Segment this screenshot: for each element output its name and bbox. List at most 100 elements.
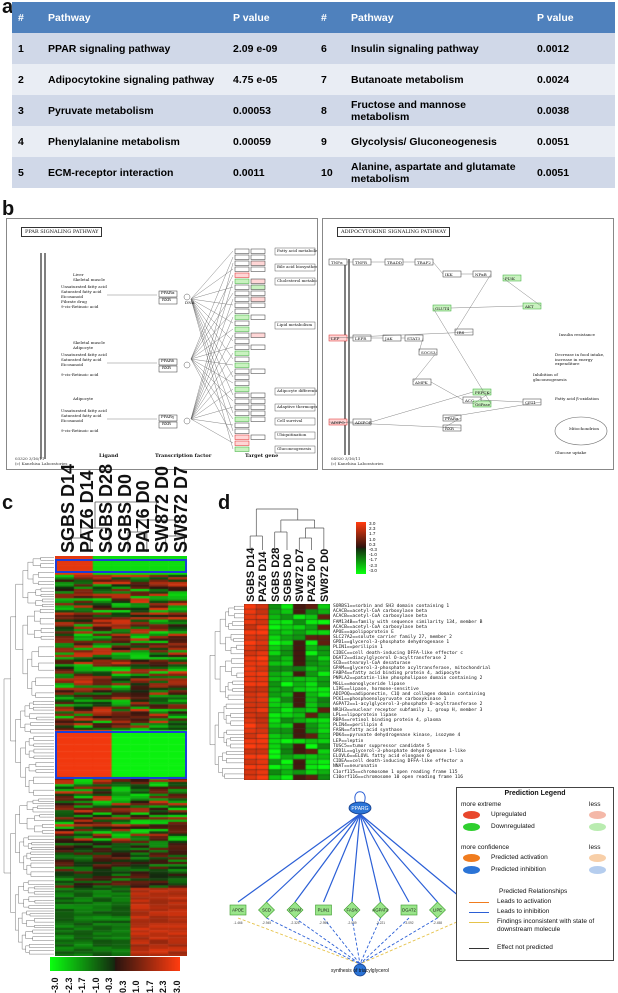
ppar-hub-label: PPARα xyxy=(161,290,175,295)
cell-pathway: Alanine, aspartate and glutamate metabol… xyxy=(345,157,531,188)
target-gene-box xyxy=(234,368,250,374)
hub-self-loop xyxy=(354,791,366,804)
target-node xyxy=(315,904,332,916)
cell-pvalue: 0.0024 xyxy=(531,64,615,95)
ppar-dna-label: DNA xyxy=(185,300,195,305)
inhibition-edge xyxy=(359,813,410,903)
legend-less-2: less xyxy=(589,844,601,851)
col-header-pvalue-2: P value xyxy=(531,2,615,33)
gene-label: ACACB==acetyl-CoA carboxylase beta xyxy=(333,614,428,620)
ppar-output: Adaptive thermogenesis xyxy=(277,404,318,409)
ppar-tissue: Skeletal muscle Adipocyte xyxy=(73,340,106,350)
cell-pathway: PPAR signaling pathway xyxy=(42,33,227,64)
gene-label: SLC27A2==solute carrier family 27, membe… xyxy=(333,635,452,641)
legend-predicted-activation: Predicted activation xyxy=(491,854,548,861)
inhibition-edge xyxy=(359,813,382,903)
kegg-ppar-title: PPAR SIGNALING PATHWAY xyxy=(21,227,103,237)
scale-d-label: -1.7 xyxy=(369,557,377,563)
inhibition-edge xyxy=(351,813,361,903)
target-gene-box xyxy=(250,278,266,284)
cell-pathway: Insulin signaling pathway xyxy=(345,33,531,64)
cell-rank: 8 xyxy=(315,95,345,126)
cell-rank: 4 xyxy=(12,126,42,157)
kegg-adipo-title: ADIPOCYTOKINE SIGNALING PATHWAY xyxy=(337,227,451,237)
scale-d-label: -0.3 xyxy=(369,547,377,552)
adipo-edge xyxy=(430,381,464,401)
gene-label: LEP==leptin xyxy=(333,738,364,744)
ppar-ligand: Saturated fatty acid xyxy=(61,413,102,418)
panel-label-a: a xyxy=(2,0,14,18)
upregulated-light-swatch xyxy=(589,811,606,819)
legend-upregulated: Upregulated xyxy=(491,811,527,818)
target-gene-box xyxy=(234,272,250,278)
gene-label: APOE==apolipoprotein E xyxy=(333,629,394,635)
scale-c-tick: -2.3 xyxy=(63,977,74,993)
ppar-dna-node xyxy=(183,293,191,301)
cell-pvalue: 0.0051 xyxy=(531,126,615,157)
adipo-edge xyxy=(502,277,542,307)
heatmap-c-column-label: PAZ6 D14 xyxy=(76,470,97,553)
adipo-edge xyxy=(370,391,474,423)
target-gene-box xyxy=(234,344,250,350)
heatmap-d-column-label: SGBS D14 xyxy=(245,547,257,602)
ppar-hub-box xyxy=(158,290,178,298)
target-value: -2.945 xyxy=(262,921,271,925)
adipo-node-label: TRAF2 xyxy=(417,259,431,265)
target-gene-box xyxy=(234,320,250,326)
target-label: AGPAT2 xyxy=(373,908,390,913)
target-gene-box xyxy=(234,326,250,332)
gene-label: PLIN4==perilipin 4 xyxy=(333,723,383,729)
adipo-node-label: LEP xyxy=(331,335,340,341)
target-value: -2.953 xyxy=(319,921,328,925)
adipo-node-label: G6Pase xyxy=(475,401,491,407)
target-value: -2.325 xyxy=(290,921,299,925)
ppar-edge xyxy=(190,250,234,300)
adipo-node-label: STAT3 xyxy=(407,335,421,341)
inhibition-edge xyxy=(294,813,361,903)
heatmap-c-column-label: SGBS D14 xyxy=(58,463,78,553)
target-value: -2.059 xyxy=(347,921,356,925)
inhibition-edge xyxy=(266,813,361,903)
gene-label: C1orf115==chromosome 1 open reading fram… xyxy=(333,769,458,775)
ppar-edge xyxy=(190,286,234,300)
heatmap-d-column-label: SGBS D0 xyxy=(281,553,294,602)
target-gene-box xyxy=(250,332,266,338)
ppar-output-box xyxy=(274,445,316,454)
target-gene-box xyxy=(250,398,266,404)
ppar-tissue: Liver Skeletal muscle xyxy=(73,272,106,282)
heatmap-d-column-label: PAZ6 D0 xyxy=(306,557,319,602)
adipo-edge xyxy=(328,421,462,429)
activation-swatch xyxy=(463,854,480,862)
adipo-node-label: GLUT4 xyxy=(435,305,450,311)
target-node xyxy=(400,904,418,916)
ppar-edge xyxy=(190,334,234,420)
scale-d-label: 0.3 xyxy=(369,541,376,547)
target-gene-box xyxy=(234,422,250,428)
target-gene-box xyxy=(250,302,266,308)
cell-rank: 3 xyxy=(12,95,42,126)
target-gene-box xyxy=(250,296,266,302)
legend-findings-inconsistent: Findings inconsistent with state of down… xyxy=(497,918,595,933)
target-gene-box xyxy=(234,314,250,320)
target-gene-box xyxy=(250,290,266,296)
gene-label: RBP4==retinol binding protein 4, plasma xyxy=(333,717,441,723)
target-gene-box xyxy=(250,416,266,422)
target-gene-box xyxy=(234,248,250,254)
heatmap-c-cluster-boxes xyxy=(55,559,187,779)
target-gene-box xyxy=(234,278,250,284)
panel-label-b: b xyxy=(2,198,15,220)
scale-c-tick: 1.0 xyxy=(131,980,141,993)
ppar-edge xyxy=(190,298,234,324)
adipo-node-label: ADIPO xyxy=(331,419,345,425)
target-gene-box xyxy=(234,398,250,404)
legend-title: Prediction Legend xyxy=(504,790,566,797)
inhibition-line xyxy=(469,912,489,913)
ppar-col-target: Target gene xyxy=(245,453,279,459)
row-dendrogram-c xyxy=(3,557,54,955)
scale-c-tick: -1.0 xyxy=(90,977,101,993)
panel-label-c: c xyxy=(2,492,14,514)
scale-d-label: 1.0 xyxy=(369,536,376,542)
col-header-num-2: # xyxy=(315,2,345,33)
cell-pathway: Butanoate metabolism xyxy=(345,64,531,95)
